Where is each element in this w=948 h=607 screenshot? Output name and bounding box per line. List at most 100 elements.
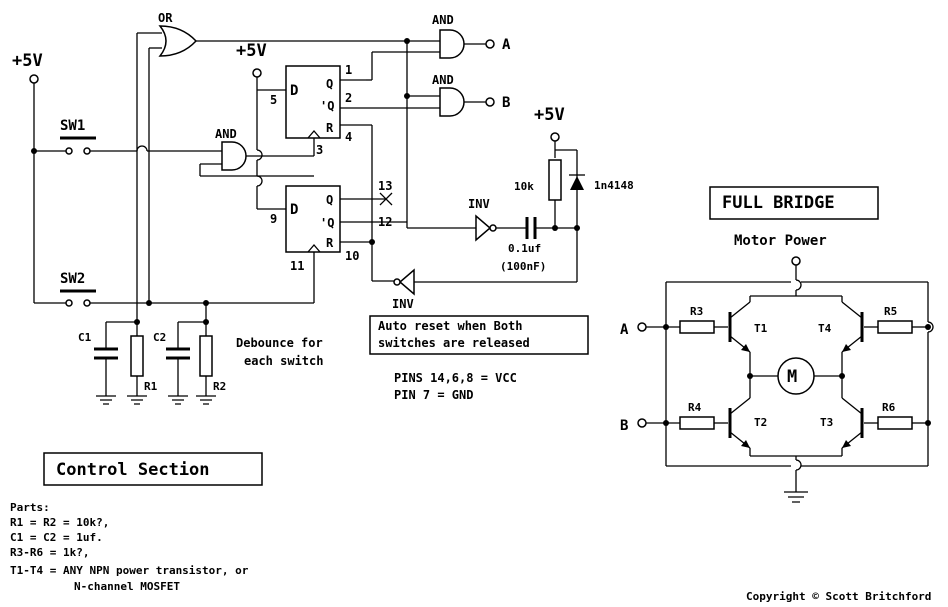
resistor-10k	[548, 159, 562, 201]
motor-power-label: Motor Power	[734, 233, 827, 249]
parts-heading: Parts:	[10, 501, 50, 514]
auto-reset-line2: switches are released	[378, 336, 530, 350]
or-gate	[158, 25, 198, 57]
resistor-r2	[199, 335, 213, 377]
parts-line-3: R3-R6 = 1k?,	[10, 546, 89, 559]
copyright-text: Copyright © Scott Britchford	[746, 590, 931, 603]
and-mid-label: AND	[215, 127, 237, 141]
ff-bottom-qbar-label: 'Q	[320, 216, 334, 230]
and-mid-gate	[221, 141, 247, 171]
auto-reset-box	[369, 315, 589, 355]
ground-symbols	[96, 395, 216, 405]
control-section-title: Control Section	[56, 460, 210, 480]
ff-top-d-label: D	[290, 83, 298, 99]
ff-bottom-r-label: R	[326, 236, 334, 250]
t4-label: T4	[818, 322, 832, 335]
sw1-contact-right	[83, 147, 91, 155]
debounce-note-line2: each switch	[244, 354, 323, 368]
t3-label: T3	[820, 416, 833, 429]
control-section-box	[43, 452, 263, 486]
ff-bottom-d-label: D	[290, 202, 298, 218]
flipflop-bottom	[285, 185, 341, 253]
diode-label: 1n4148	[594, 179, 634, 192]
pin-9-label: 9	[270, 212, 277, 226]
output-a-terminal	[485, 39, 495, 49]
pins-gnd-note: PIN 7 = GND	[394, 388, 473, 402]
flipflop-top	[285, 65, 341, 139]
r5-label: R5	[884, 305, 897, 318]
sw2-contact-right	[83, 299, 91, 307]
transistor-t2	[728, 376, 751, 456]
vcc-reset-terminal	[550, 132, 560, 142]
sw1-contact-left	[65, 147, 73, 155]
parts-line-2: C1 = C2 = 1uf.	[10, 531, 103, 544]
bridge-input-b-label: B	[620, 418, 628, 434]
pin-5-label: 5	[270, 93, 277, 107]
pin-10-label: 10	[345, 249, 359, 263]
pin-12-label: 12	[378, 215, 392, 229]
vcc-ff-terminal	[252, 68, 262, 78]
resistor-r1	[130, 335, 144, 377]
resistor-10k-label: 10k	[514, 180, 534, 193]
diode-1n4148	[570, 176, 584, 190]
and-a-gate	[439, 29, 465, 59]
parts-line-5: N-channel MOSFET	[74, 580, 180, 593]
t2-label: T2	[754, 416, 767, 429]
vcc-left-label: +5V	[12, 51, 43, 71]
auto-reset-line1: Auto reset when Both	[378, 319, 523, 333]
and-a-label: AND	[432, 13, 454, 27]
motor	[777, 357, 815, 395]
motor-label: M	[787, 367, 797, 387]
resistor-r3	[679, 320, 715, 334]
resistor-r5	[877, 320, 913, 334]
parts-line-1: R1 = R2 = 10k?,	[10, 516, 109, 529]
c1-label: C1	[78, 331, 92, 344]
pin-1-label: 1	[345, 63, 352, 77]
output-b-label: B	[502, 95, 510, 111]
resistor-r6	[877, 416, 913, 430]
sw1-label: SW1	[60, 118, 85, 134]
resistor-r4	[679, 416, 715, 430]
inv-top-gate	[475, 214, 492, 242]
vcc-reset-label: +5V	[534, 105, 565, 125]
pin-4-label: 4	[345, 130, 352, 144]
and-b-gate	[439, 87, 465, 117]
ff-top-qbar-label: 'Q	[320, 99, 334, 113]
transistor-t3	[841, 376, 864, 456]
full-bridge-title-box	[709, 186, 879, 220]
r6-label: R6	[882, 401, 896, 414]
bridge-input-a-terminal	[637, 322, 647, 332]
pins-vcc-note: PINS 14,6,8 = VCC	[394, 371, 517, 385]
motor-power-terminal	[791, 256, 801, 266]
cap-value-nf-label: (100nF)	[500, 260, 546, 273]
inv-bottom-gate	[398, 268, 415, 296]
parts-line-4: T1-T4 = ANY NPN power transistor, or	[10, 564, 249, 577]
ff-top-clock	[307, 130, 321, 139]
full-bridge-title: FULL BRIDGE	[722, 193, 835, 213]
output-a-label: A	[502, 37, 511, 53]
bridge-input-b-terminal	[637, 418, 647, 428]
ff-top-q-label: Q	[326, 77, 333, 91]
vcc-ff-label: +5V	[236, 41, 267, 61]
pin-13-label: 13	[378, 179, 392, 193]
sw2-label: SW2	[60, 271, 85, 287]
c2-label: C2	[153, 331, 166, 344]
r3-label: R3	[690, 305, 703, 318]
t1-label: T1	[754, 322, 768, 335]
r1-label: R1	[144, 380, 158, 393]
transistor-t4	[841, 296, 864, 376]
and-b-label: AND	[432, 73, 454, 87]
vcc-left-terminal	[29, 74, 39, 84]
sw2-contact-left	[65, 299, 73, 307]
debounce-note-line1: Debounce for	[236, 336, 323, 350]
pin-3-label: 3	[316, 143, 323, 157]
pin-11-label: 11	[290, 259, 304, 273]
r4-label: R4	[688, 401, 702, 414]
inv-top-label: INV	[468, 197, 490, 211]
output-b-terminal	[485, 97, 495, 107]
bridge-input-a-label: A	[620, 322, 629, 338]
inv-bottom-label: INV	[392, 297, 414, 311]
ff-bottom-q-label: Q	[326, 193, 333, 207]
cap-value-label: 0.1uf	[508, 242, 541, 255]
